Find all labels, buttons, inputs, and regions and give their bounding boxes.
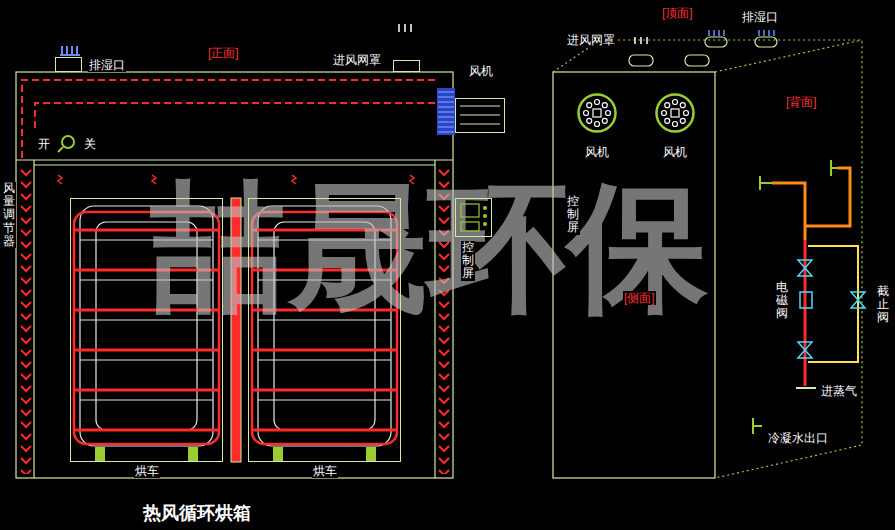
node-text-group: 烘车 [134, 464, 160, 478]
intake-mark [399, 24, 411, 32]
node-label: 烘车 [134, 464, 160, 478]
node-text-group: 排湿口 [88, 58, 126, 72]
view-label: [顶面] [661, 6, 694, 20]
intake-cap [629, 55, 653, 66]
fan-blade [673, 100, 678, 105]
stop-valve [851, 292, 865, 308]
node-text-group: 进风网罩 [332, 53, 382, 67]
fan-symbol [655, 93, 695, 133]
node-text-group: 烘车 [312, 464, 338, 478]
fan-grille [437, 88, 455, 135]
exhaust-cap [755, 37, 777, 47]
fan-blade [602, 103, 607, 108]
steam-pipe [804, 240, 807, 386]
drying-cart: 烘车 [70, 198, 223, 462]
airflow-path [22, 80, 435, 158]
solenoid-valve [798, 260, 812, 358]
fan-circle: 风机 [577, 93, 617, 133]
part-label: 冷凝水出口 [767, 431, 829, 445]
fan-hub [593, 109, 601, 117]
control-screen: 控制屏 [455, 198, 492, 237]
fan-symbol [577, 93, 617, 133]
exhaust-cap [705, 37, 727, 47]
trap-box [800, 292, 812, 308]
intake-grille: 进风网罩 [393, 60, 420, 72]
part-label: 控制屏 [566, 195, 580, 235]
fan-blade [665, 103, 670, 108]
node-text-group: 风机 [662, 145, 688, 159]
switch-knob [62, 136, 74, 148]
part-label: 进风网罩 [566, 33, 616, 47]
panel-button [483, 222, 487, 226]
node-label: 风机 [662, 145, 688, 159]
fan-blade [595, 122, 600, 127]
part-label: 截止阀 [876, 285, 890, 325]
fan-ring [657, 95, 694, 132]
part-label: 风量调节器 [2, 182, 16, 248]
fan-blade [584, 111, 589, 116]
drying-cart: 烘车 [248, 198, 401, 462]
cabinet-divider [34, 164, 435, 165]
fan-hub [671, 109, 679, 117]
fan-motor-fins [460, 106, 500, 124]
exhaust-vent [709, 30, 774, 36]
fan-blade [665, 118, 670, 123]
node-label: 风机 [468, 64, 494, 78]
fan-blade [684, 111, 689, 116]
node-text-group: 控制屏 [461, 241, 475, 281]
fan-grille-bars [438, 92, 454, 132]
steam-pipe [772, 168, 850, 240]
fan-blade [587, 103, 592, 108]
fan-motor: 风机 [455, 98, 505, 133]
view-label: [正面] [207, 46, 240, 60]
bypass-pipe [808, 246, 858, 362]
switch-knob [58, 147, 63, 152]
switch-label: 关 [83, 137, 97, 151]
fan-blade [602, 118, 607, 123]
node-text-group: 风机 [468, 64, 494, 78]
part-label: 排湿口 [741, 10, 779, 24]
fan-ring [579, 95, 616, 132]
panel-button [483, 214, 487, 218]
fan-blade [606, 111, 611, 116]
node-label: 风机 [584, 145, 610, 159]
exhaust-vent [60, 46, 80, 55]
view-label: [侧面] [623, 291, 656, 305]
duct-wall [33, 160, 34, 478]
pipe-inlet [796, 387, 816, 389]
node-label: 排湿口 [88, 58, 126, 72]
fan-circle: 风机 [655, 93, 695, 133]
fan-blade [673, 122, 678, 127]
fan-blade [680, 118, 685, 123]
caption: 热风循环烘箱 [143, 502, 251, 524]
view-label: [背面] [785, 95, 818, 109]
exhaust-port: 排湿口 [55, 57, 82, 72]
fan-blade [680, 103, 685, 108]
left-duct-airflow [19, 167, 33, 474]
intake-cap [685, 55, 709, 66]
cabinet-divider [16, 159, 453, 160]
fan-blade [587, 118, 592, 123]
node-label: 控制屏 [461, 241, 475, 281]
node-text-group: 风机 [584, 145, 610, 159]
fan-blade [662, 111, 667, 116]
part-label: 进蒸气 [820, 384, 858, 398]
panel-button [483, 206, 487, 210]
intake-mark [635, 37, 647, 44]
panel-symbol [456, 199, 493, 238]
switch-label: 开 [37, 137, 51, 151]
part-label: 电磁阀 [775, 281, 789, 321]
node-label: 烘车 [312, 464, 338, 478]
node-label: 进风网罩 [332, 53, 382, 67]
fan-blade [595, 100, 600, 105]
